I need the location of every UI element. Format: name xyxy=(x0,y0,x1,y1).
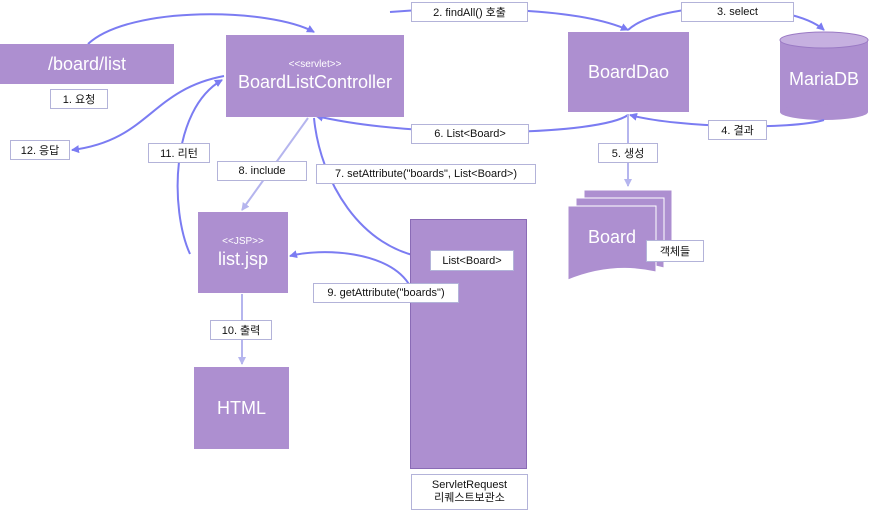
label-list-board: 6. List<Board> xyxy=(411,124,529,144)
label-select: 3. select xyxy=(681,2,794,22)
servlet-request-caption-en: ServletRequest xyxy=(431,479,508,491)
mariadb-cylinder xyxy=(779,31,869,120)
arrow-find-all xyxy=(87,13,315,45)
servlet-request-caption-ko: 리퀘스트보관소 xyxy=(434,492,505,504)
jsp-box: <<JSP>> list.jsp xyxy=(198,212,288,293)
label-request: 1. 요청 xyxy=(50,89,108,109)
label-return: 11. 리턴 xyxy=(148,143,210,163)
dao-box: BoardDao xyxy=(568,32,689,112)
jsp-stereotype: <<JSP>> xyxy=(222,235,264,247)
db-label-box: MariaDB xyxy=(780,48,868,110)
label-find-all: 2. findAll() 호출 xyxy=(411,2,528,22)
board-name: Board xyxy=(587,227,637,247)
controller-box: <<servlet>> BoardListController xyxy=(226,35,404,117)
html-name: HTML xyxy=(217,398,266,418)
jsp-name: list.jsp xyxy=(217,248,268,269)
arrow-response xyxy=(71,75,225,154)
arrow-get-attribute xyxy=(289,250,411,287)
db-name: MariaDB xyxy=(788,69,859,89)
label-objects: 객체들 xyxy=(646,240,704,262)
label-set-attribute: 7. setAttribute("boards", List<Board>) xyxy=(316,164,536,184)
url-box: /board/list xyxy=(0,44,174,84)
board-label-box: Board xyxy=(568,212,656,262)
dao-name: BoardDao xyxy=(587,62,670,82)
label-request-list-board: List<Board> xyxy=(430,250,514,271)
controller-name: BoardListController xyxy=(237,72,393,92)
label-get-attribute: 9. getAttribute("boards") xyxy=(313,283,459,303)
arrow-set-attribute xyxy=(313,117,429,262)
label-create: 5. 생성 xyxy=(598,143,658,163)
label-servlet-request: ServletRequest 리퀘스트보관소 xyxy=(411,474,528,510)
html-box: HTML xyxy=(194,367,289,449)
url-text: /board/list xyxy=(47,54,127,74)
label-result: 4. 결과 xyxy=(708,120,767,140)
label-output: 10. 출력 xyxy=(210,320,272,340)
controller-stereotype: <<servlet>> xyxy=(288,59,342,70)
label-response: 12. 응답 xyxy=(10,140,70,160)
label-include: 8. include xyxy=(217,161,307,181)
